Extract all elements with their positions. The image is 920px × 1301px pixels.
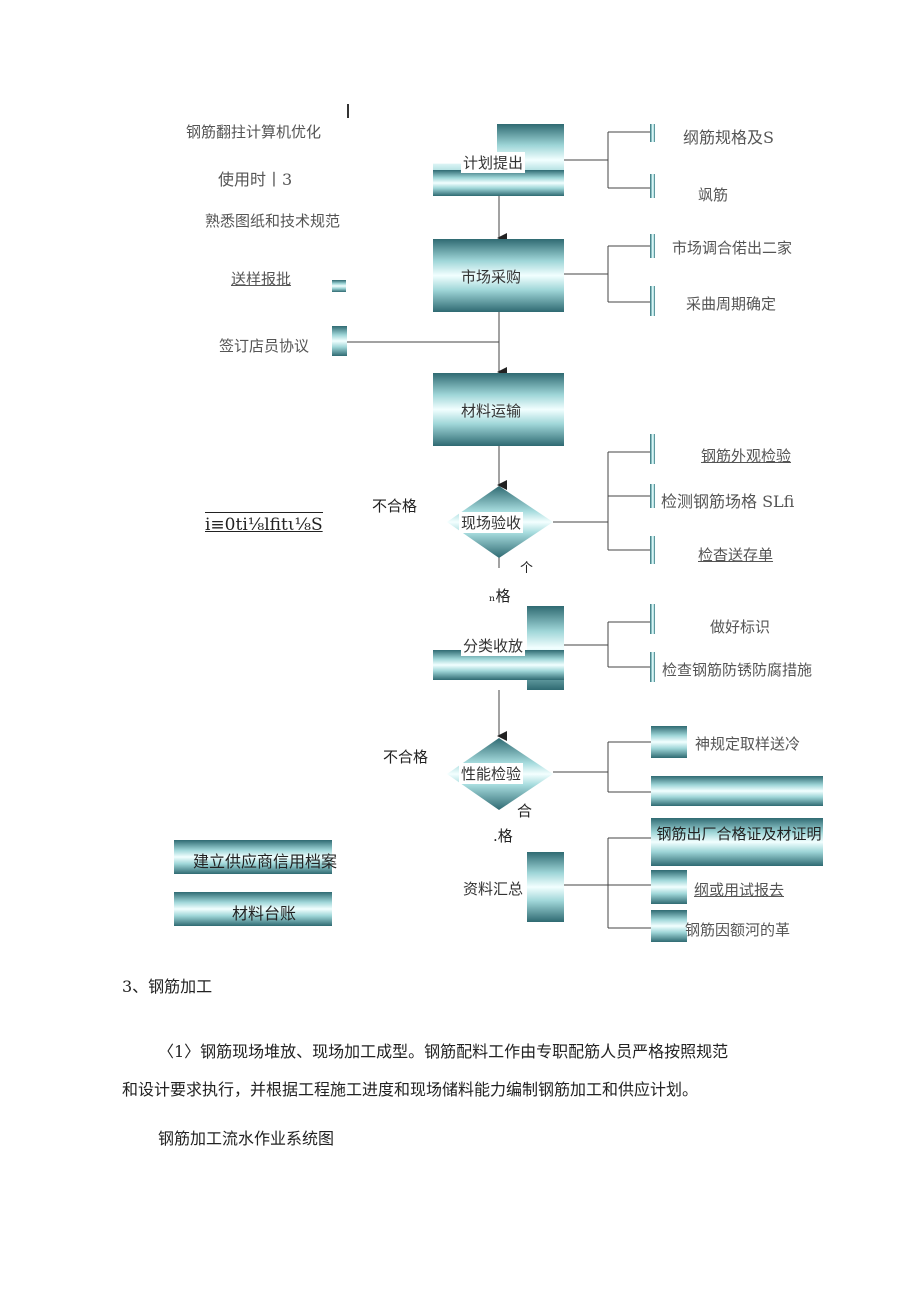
- plan-label: 计划提出: [461, 152, 526, 173]
- connector-stub: [650, 434, 655, 464]
- market-box: [433, 239, 564, 312]
- qualified-label-2b: .格: [493, 827, 513, 845]
- label-account-right: 钢筋因额河的革: [685, 921, 791, 939]
- label-check-list: 检杳送存单: [698, 546, 774, 564]
- label-use-time: 使用时丨3: [218, 170, 293, 189]
- section-title: 3、钢筋加工: [122, 977, 213, 996]
- site-check-label: 现场验收: [459, 512, 524, 533]
- connector-stub: [650, 652, 655, 682]
- label-measure: 检测钢筋场格 SLfi: [661, 492, 795, 511]
- connector-stub: [650, 484, 655, 508]
- label-sampling: 神规定取样送冷: [695, 735, 801, 753]
- figure-caption: 钢筋加工流水作业系统图: [158, 1129, 335, 1148]
- connector-stub: [650, 124, 655, 142]
- label-spec: 纲筋规格及S: [683, 128, 774, 147]
- credit-file-box: [174, 840, 332, 874]
- connector-stub: [650, 174, 655, 198]
- plan-box-bottom: [433, 170, 564, 196]
- label-sign-agreement: 签订店员协议: [219, 337, 310, 355]
- label-market-survey: 市场调合偌出二家: [672, 239, 793, 257]
- unqualified-label-2: 不合格: [383, 748, 429, 766]
- label-anticorrosion: 检查钢筋防锈防腐措施: [662, 661, 813, 679]
- credit-file-label: 建立供应商信用档案: [193, 852, 338, 871]
- account-right-box: [651, 910, 687, 942]
- label-garbled: i≡0ti⅛lfitι⅛S: [205, 512, 323, 535]
- test-report-box: [651, 870, 687, 904]
- perf-check-label: 性能检验: [459, 763, 524, 784]
- sampling-box: [651, 726, 687, 758]
- label-appearance: 钢筋外观检验: [701, 447, 792, 465]
- paragraph-line-1: 〈1〉钢筋现场堆放、现场加工成型。钢筋配料工作由专职配筋人员严格按照规范: [158, 1042, 729, 1061]
- connector-stub: [332, 280, 346, 292]
- label-cycle: 采曲周期确定: [686, 295, 777, 313]
- label-marking: 做好标识: [710, 618, 771, 636]
- classify-label: 分类收放: [461, 635, 526, 656]
- ledger-box: [174, 892, 332, 926]
- docs-box: [527, 852, 564, 922]
- tick-mark: [347, 104, 349, 118]
- label-sample-approval: 送样报批: [231, 270, 292, 288]
- paragraph-line-2: 和设计要求执行，并根据工程施工进度和现场储料能力编制钢筋加工和供应计划。: [122, 1080, 699, 1099]
- certificate-box: [651, 818, 823, 866]
- connector-stub: [332, 326, 347, 356]
- unqualified-label-1: 不合格: [372, 497, 418, 515]
- label-certificate: 钢筋出厂合格证及材证明: [656, 825, 822, 843]
- transport-box: [433, 373, 564, 446]
- transport-label: 材料运输: [461, 402, 522, 420]
- connector-stub: [650, 286, 655, 316]
- connector-stub: [650, 234, 655, 258]
- label-familiar-drawings: 熟悉图纸和技术规范: [205, 212, 341, 230]
- market-label: 市场采购: [461, 268, 522, 286]
- docs-label: 资料汇总: [463, 880, 524, 898]
- blank-box: [651, 776, 823, 806]
- label-test-report: 纲或用试报去: [694, 881, 785, 899]
- qualified-label-1a: 个: [520, 561, 534, 576]
- qualified-label-2a: 合: [517, 802, 533, 820]
- connector-stub: [650, 604, 655, 634]
- qualified-label-1b: ₙ格: [489, 587, 511, 605]
- ledger-label: 材料台账: [232, 904, 297, 923]
- label-steel: 飒筋: [698, 186, 729, 204]
- connector-stub: [650, 536, 655, 564]
- label-optimize: 钢筋翻拄计算机优化: [186, 123, 322, 141]
